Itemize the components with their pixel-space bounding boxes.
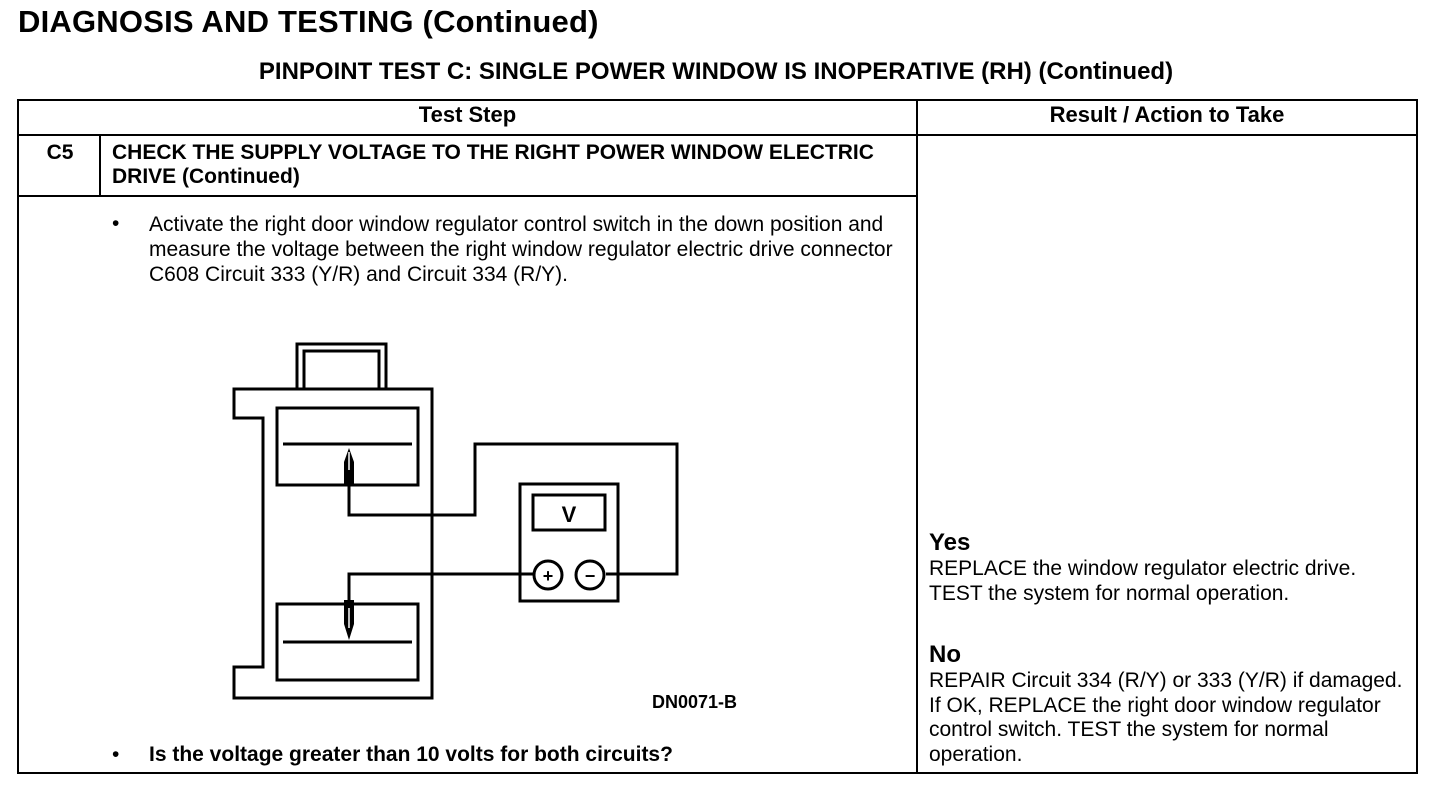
- test-table: [17, 99, 1418, 774]
- bullet-icon: •: [112, 212, 120, 235]
- positive-terminal-label: +: [543, 566, 554, 586]
- negative-terminal-label: −: [585, 566, 596, 586]
- step-title-divider: [17, 195, 917, 197]
- result-yes-label: Yes: [929, 529, 971, 556]
- result-no-action: REPAIR Circuit 334 (R/Y) or 333 (Y/R) if…: [929, 669, 1403, 766]
- pinpoint-test-title: PINPOINT TEST C: SINGLE POWER WINDOW IS …: [258, 58, 1174, 85]
- bullet-icon: •: [112, 743, 120, 766]
- connector-lock-tab-inner: [302, 349, 381, 391]
- step-id-divider: [99, 134, 101, 196]
- negative-terminal-icon: [574, 559, 606, 591]
- result-no-label: No: [929, 641, 961, 668]
- connector-housing: [232, 387, 434, 700]
- page-heading: DIAGNOSIS AND TESTING (Continued): [18, 4, 599, 39]
- step-title: CHECK THE SUPPLY VOLTAGE TO THE RIGHT PO…: [112, 141, 874, 188]
- header-divider: [17, 134, 1418, 136]
- figure-code: DN0071-B: [652, 692, 738, 712]
- column-header-result: Result / Action to Take: [1049, 102, 1285, 127]
- test-lead-upper: [347, 442, 679, 576]
- step-question: Is the voltage greater than 10 volts for…: [149, 743, 673, 766]
- voltmeter-body: [518, 482, 620, 603]
- positive-terminal-icon: [532, 559, 564, 591]
- step-instruction: Activate the right door window regulator…: [149, 213, 893, 286]
- column-header-test-step: Test Step: [418, 102, 517, 127]
- test-lead-lower: [347, 572, 533, 600]
- voltmeter-display: [531, 493, 607, 532]
- voltmeter-label: V: [562, 502, 577, 527]
- column-divider: [916, 99, 918, 774]
- result-yes-action: REPLACE the window regulator electric dr…: [929, 557, 1357, 605]
- step-id: C5: [46, 141, 74, 164]
